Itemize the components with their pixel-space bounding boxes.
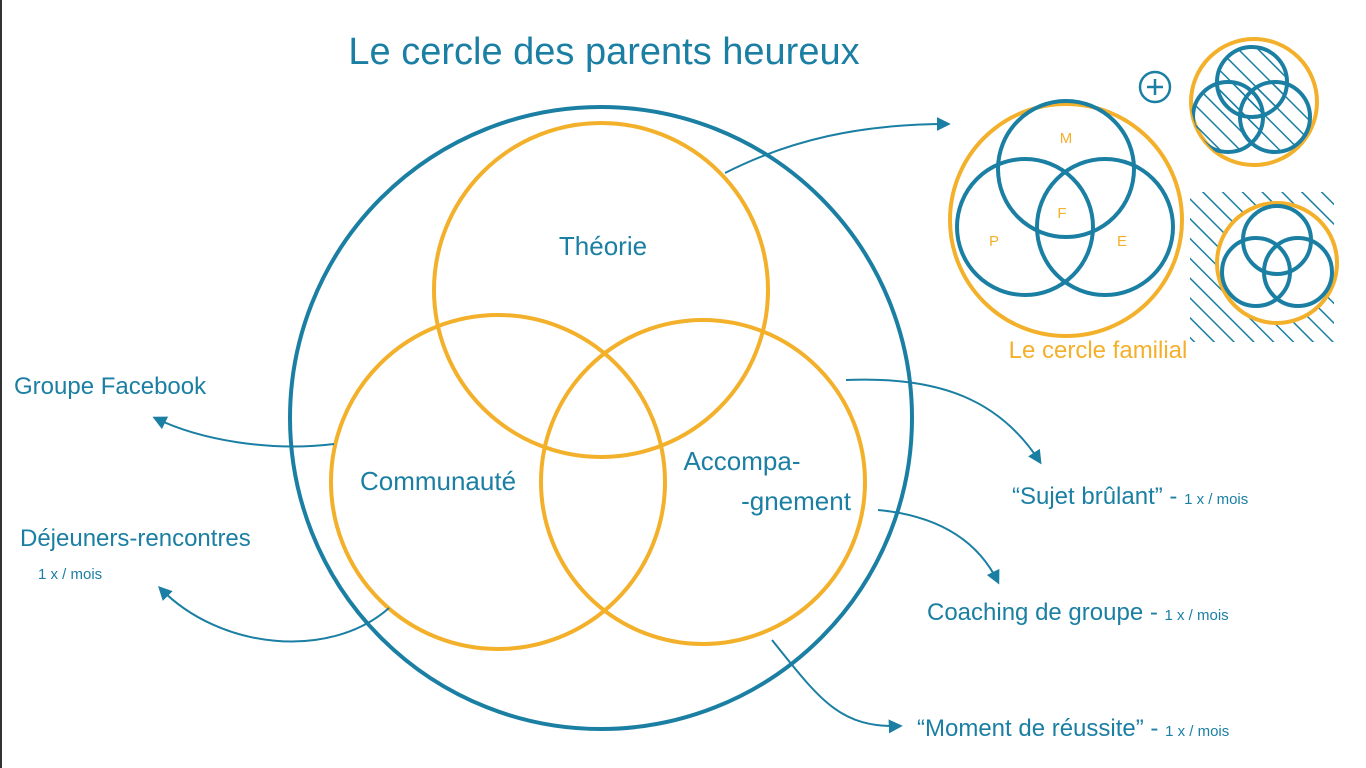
venn-circle-support (539, 318, 867, 646)
left-edge-line (0, 0, 2, 768)
arrow-to-family (724, 117, 951, 174)
label-sujet-brulant: “Sujet brûlant” - 1 x / mois (1012, 483, 1248, 510)
label-groupe-facebook: Groupe Facebook (14, 373, 207, 400)
arrow-to-coaching (877, 509, 1000, 585)
family-circle-e (1035, 157, 1175, 297)
venn-label-support-2: -gnement (741, 486, 852, 516)
venn-circle-theory (432, 121, 770, 459)
family-letter-m: M (1060, 130, 1073, 147)
family-letter-p: P (989, 233, 999, 250)
label-dejeuners-freq: 1 x / mois (38, 566, 102, 583)
venn-circle-community (329, 313, 667, 651)
family-circle-m (996, 99, 1136, 239)
arrow-to-facebook (152, 416, 335, 448)
page-title: Le cercle des parents heureux (348, 31, 859, 73)
label-moment-reussite: “Moment de réussite” - 1 x / mois (917, 715, 1229, 742)
family-label: Le cercle familial (1009, 337, 1188, 364)
family-letter-f: F (1057, 205, 1066, 222)
family-letter-e: E (1117, 233, 1127, 250)
venn-label-theory: Théorie (559, 231, 647, 261)
family-circle-p (955, 157, 1095, 297)
label-coaching-groupe: Coaching de groupe - 1 x / mois (927, 599, 1229, 626)
venn-label-community: Communauté (360, 466, 516, 496)
label-dejeuners: Déjeuners-rencontres (20, 525, 251, 552)
arrow-to-dejeuners (158, 585, 390, 643)
small-family-circle-hatched-outside (1190, 192, 1339, 342)
plus-circle-icon (1138, 70, 1172, 104)
family-outer-circle (948, 102, 1184, 338)
outer-circle (288, 105, 914, 731)
small-family-circle-hatched-inside (1189, 37, 1319, 167)
arrow-to-moment (771, 639, 903, 734)
venn-label-support-1: Accompa- (683, 446, 800, 476)
arrow-to-sujet (845, 378, 1042, 465)
